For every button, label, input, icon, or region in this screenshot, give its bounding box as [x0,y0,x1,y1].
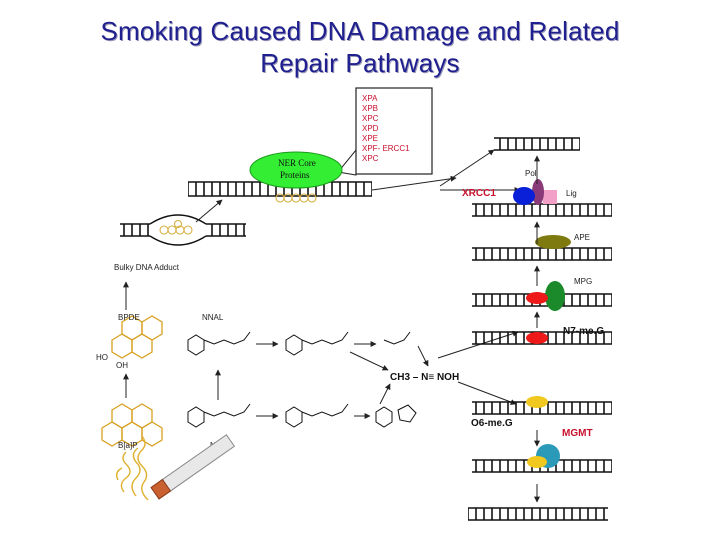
mpg-shape [545,281,565,311]
lesion-red-shape-2 [526,332,548,344]
cigarette-icon [115,434,236,501]
title-line-1: Smoking Caused DNA Damage and Related [100,16,620,46]
mgmt-label: MGMT [562,428,593,439]
ner-protein-xpe: XPE [362,134,378,143]
bpde-ho-label: HO [96,353,108,362]
nnal-label: NNAL [202,313,224,322]
pol-label: Pol [525,169,537,178]
ner-protein-xpf-ercc1: XPF- ERCC1 [362,144,410,153]
dna-strand-8 [468,507,608,521]
pol-shape [532,179,544,205]
xrcc1-shape [513,187,535,205]
ner-protein-box: XPA XPB XPC XPD XPE XPF- ERCC1 XPC [337,87,433,176]
o6-meg-bound-shape [527,456,547,468]
bpde-label: BPDE [118,313,140,322]
mpg-label: MPG [574,277,592,286]
left-arrows [123,149,521,419]
bulky-dna-adduct-label: Bulky DNA Adduct [114,263,180,272]
ner-protein-xpc-2: XPC [362,154,379,163]
lig-label: Lig [566,189,577,198]
ner-dna-top: NER Core Proteins [188,151,372,203]
bpde-oh-label: OH [116,361,128,370]
ner-dna-bubble [120,214,246,246]
right-dna-strands [468,137,612,521]
bap-structure [101,403,163,447]
bpde-structure [111,315,163,359]
dna-strand-1 [494,137,580,151]
o6-meg-label: O6-me.G [471,418,513,429]
bap-label: B[a]P [118,441,138,450]
xrcc1-label: XRCC1 [462,188,496,199]
title-line-2: Repair Pathways [260,48,460,78]
ner-adduct-cluster [275,193,317,203]
n7-meg-label: N7-me.G [563,326,604,337]
ner-protein-xpa: XPA [362,94,378,103]
ape-label: APE [574,233,590,242]
nnal-row-structures [187,331,411,356]
methyldiazonium-label: CH3 – N≡ NOH [390,372,459,383]
ape-shape [535,235,571,249]
nnk-row-structures [187,403,417,428]
ner-core-label-2: Proteins [280,170,310,180]
repair-proteins [513,179,571,468]
ner-protein-xpd: XPD [362,124,379,133]
lig-shape [543,190,557,204]
o6-meg-shape [526,396,548,408]
dna-strand-2 [472,203,612,217]
ner-protein-xpb: XPB [362,104,378,113]
lesion-red-shape-1 [526,292,548,304]
ner-core-label-1: NER Core [278,158,316,168]
dna-strand-3 [472,247,612,261]
ner-protein-xpc: XPC [362,114,379,123]
